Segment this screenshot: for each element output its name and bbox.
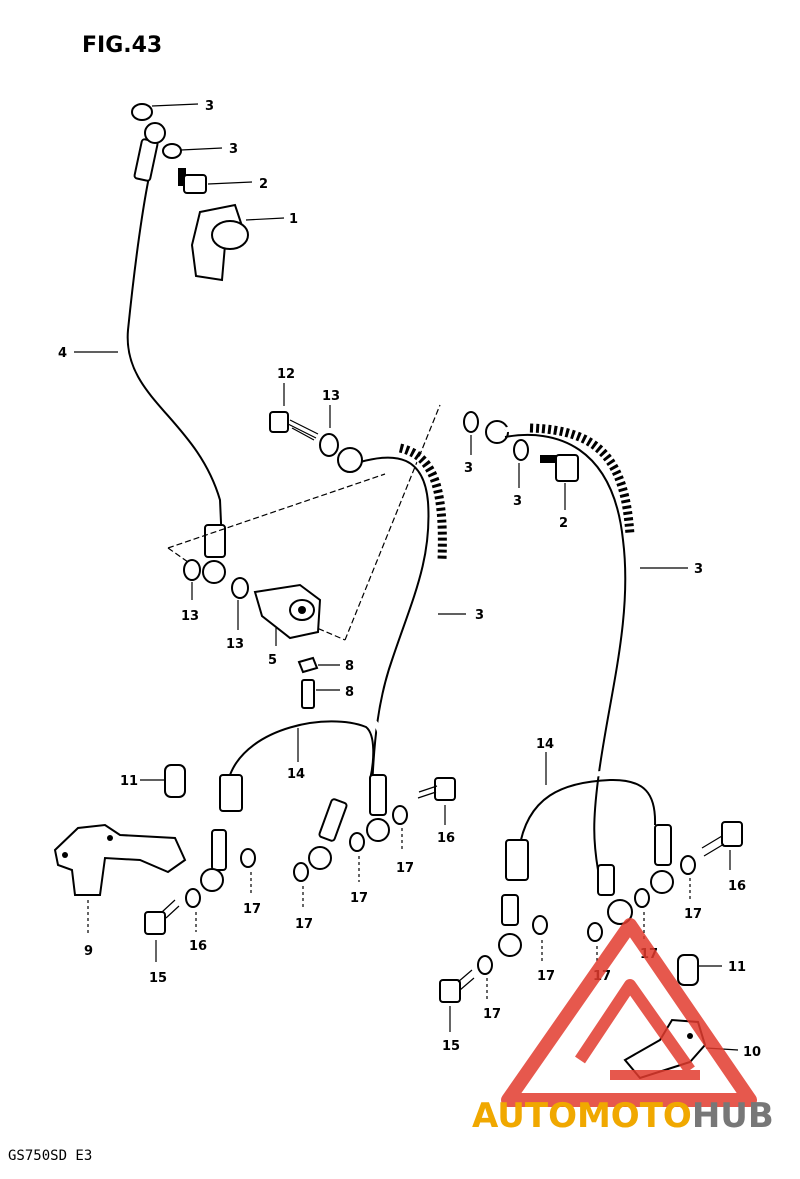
callout-8: 3 — [475, 608, 484, 623]
part-3-washer — [162, 143, 182, 159]
brake-hose-8-center — [337, 443, 447, 791]
callout-11: 11 — [120, 774, 138, 789]
callout-3: 3 — [205, 99, 214, 114]
callout-8: 3 — [694, 562, 703, 577]
callout-3: 3 — [464, 461, 473, 476]
part-17-washer — [185, 888, 201, 908]
brake-hose-8-right — [504, 423, 635, 871]
callout-13: 13 — [226, 637, 244, 652]
callout-14: 14 — [536, 737, 554, 752]
callout-11: 11 — [728, 960, 746, 975]
callout-14: 14 — [287, 767, 305, 782]
part-13-washer — [231, 577, 249, 599]
callout-5: 5 — [268, 653, 277, 668]
part-17-washer — [680, 855, 696, 875]
part-3-washer-top — [131, 103, 153, 121]
part-17-washer — [634, 888, 650, 908]
callout-4: 4 — [58, 346, 67, 361]
brake-hose-4 — [119, 122, 226, 584]
callout-13: 13 — [181, 609, 199, 624]
watermark-text-part1: AUTOMOTO — [472, 1096, 692, 1136]
callout-1: 1 — [289, 212, 298, 227]
part-12-bolt — [269, 411, 319, 441]
callout-7: 8 — [345, 659, 354, 674]
part-9-bracket — [53, 823, 187, 896]
part-17-washer — [240, 848, 256, 868]
part-11-bushing — [164, 764, 186, 798]
model-code: GS750SD E3 — [8, 1148, 92, 1164]
callout-17: 17 — [483, 1007, 501, 1022]
watermark-text: AUTOMOTOHUB — [472, 1096, 774, 1136]
brake-hose-14-left — [200, 712, 390, 892]
part-3-washer — [513, 439, 529, 461]
callout-16: 16 — [437, 831, 455, 846]
callout-17: 17 — [243, 902, 261, 917]
part-17-washer — [477, 955, 493, 975]
callout-17: 17 — [350, 891, 368, 906]
watermark-text-part2: HUB — [692, 1096, 774, 1136]
part-16-bolt — [701, 821, 743, 857]
brake-hose-14-right — [498, 770, 674, 957]
callout-3: 3 — [229, 142, 238, 157]
callout-17: 17 — [396, 861, 414, 876]
part-17-washer — [392, 805, 408, 825]
callout-9: 9 — [84, 944, 93, 959]
part-5-joint — [253, 583, 322, 640]
callout-17: 17 — [537, 969, 555, 984]
callout-17: 17 — [684, 907, 702, 922]
callout-15: 15 — [149, 971, 167, 986]
watermark-logo — [501, 918, 757, 1107]
part-2-union-bolt — [178, 168, 207, 194]
part-7-nut — [297, 656, 319, 674]
callout-2: 2 — [259, 177, 268, 192]
part-6-bolt — [301, 679, 315, 709]
part-2-union-bolt — [540, 454, 579, 482]
callout-6: 8 — [345, 685, 354, 700]
part-15-bolt — [144, 899, 180, 935]
part-11-bushing — [677, 954, 699, 986]
part-1-banjo-cover — [190, 203, 249, 282]
part-17-washer — [293, 862, 309, 882]
part-15-bolt — [439, 969, 475, 1003]
callout-3: 3 — [513, 494, 522, 509]
part-3-washer — [463, 411, 479, 433]
callout-12: 12 — [277, 367, 295, 382]
callout-17: 16 — [189, 939, 207, 954]
callout-13: 13 — [322, 389, 340, 404]
part-13-washer — [319, 433, 339, 457]
callout-16: 16 — [728, 879, 746, 894]
figure-title: FIG.43 — [82, 33, 162, 58]
callout-17: 17 — [295, 917, 313, 932]
callout-2: 2 — [559, 516, 568, 531]
part-17-washer — [532, 915, 548, 935]
part-13-washer — [183, 559, 201, 581]
callout-10: 10 — [743, 1045, 761, 1060]
hose-8-right-banjo — [485, 420, 509, 444]
part-17-washer — [349, 832, 365, 852]
part-16-bolt — [417, 777, 456, 801]
part-17-washer — [587, 922, 603, 942]
callout-15: 15 — [442, 1039, 460, 1054]
